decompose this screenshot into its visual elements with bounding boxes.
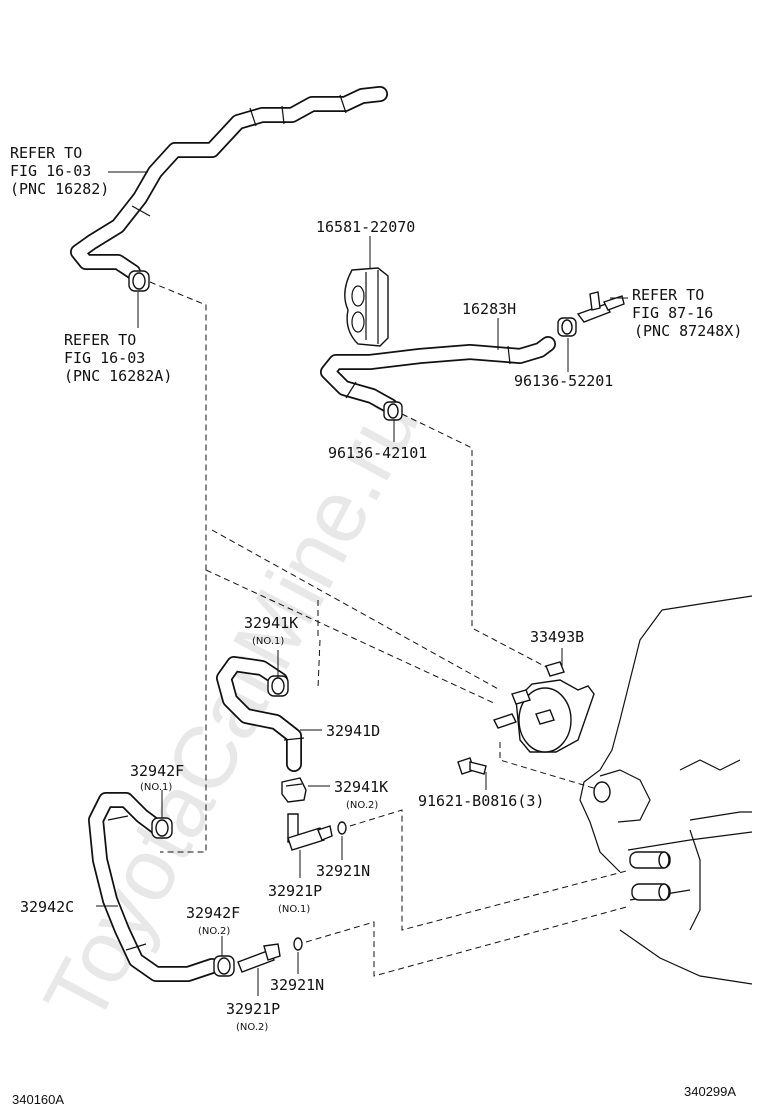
label-32921P-1: 32921P <box>268 882 322 900</box>
label-32941K-2: 32941K <box>334 778 388 796</box>
label-32942F-1: 32942F <box>130 762 184 780</box>
footer-left-code: 340160A <box>12 1092 64 1107</box>
tee-fitting-87248X <box>576 291 625 323</box>
svg-text:FIG 16-03: FIG 16-03 <box>64 349 145 367</box>
clamp-32942F-no2 <box>213 955 235 977</box>
svg-text:REFER TO: REFER TO <box>64 331 136 349</box>
clamp-32941K-no2 <box>281 777 307 803</box>
bolt-91621 <box>457 757 487 775</box>
label-16581-22070: 16581-22070 <box>316 218 415 236</box>
dash-fitting-2 <box>305 905 631 977</box>
hose-16283H <box>320 336 556 414</box>
clamp-96136-42101 <box>383 401 403 421</box>
footer-right-code: 340299A <box>684 1084 736 1099</box>
dash-guide-1 <box>211 529 501 691</box>
label-32921N-1: 32921N <box>316 862 370 880</box>
label-33493B: 33493B <box>530 628 584 646</box>
label-refer-2: REFER TO FIG 16-03 (PNC 16282A) <box>64 331 172 385</box>
hose-32942C <box>88 792 220 982</box>
o-ring-32921N-2 <box>293 937 303 951</box>
label-32942F-2: 32942F <box>186 904 240 922</box>
label-32941K-2-sub: (NO.2) <box>346 800 378 811</box>
dash-upper-left <box>149 281 207 853</box>
label-32941K-1: 32941K <box>244 614 298 632</box>
fitting-32921P-no1 <box>287 813 333 851</box>
label-91621: 91621-B0816(3) <box>418 792 544 810</box>
label-32942F-1-sub: (NO.1) <box>140 782 172 793</box>
clamp-32941K-no1 <box>267 675 289 697</box>
label-32921N-2: 32921N <box>270 976 324 994</box>
hose-32941D <box>216 656 305 772</box>
label-32941D: 32941D <box>326 722 380 740</box>
svg-text:FIG 87-16: FIG 87-16 <box>632 304 713 322</box>
label-32921P-1-sub: (NO.1) <box>278 904 310 915</box>
o-ring-32921N-1 <box>337 821 347 835</box>
svg-text:(PNC 16282A): (PNC 16282A) <box>64 367 172 385</box>
bracket-16581-22070 <box>344 267 389 347</box>
svg-text:REFER TO: REFER TO <box>632 286 704 304</box>
label-96136-52201: 96136-52201 <box>514 372 613 390</box>
dash-guide-3 <box>317 639 321 689</box>
dash-fitting-1 <box>349 809 631 931</box>
clamp-upper-left <box>128 270 150 292</box>
hose-upper-left <box>70 86 388 280</box>
label-96136-42101: 96136-42101 <box>328 444 427 462</box>
svg-text:(PNC 87248X): (PNC 87248X) <box>634 322 742 340</box>
clamp-32942F-no1 <box>151 817 173 839</box>
label-32942F-2-sub: (NO.2) <box>198 926 230 937</box>
dash-guide-2 <box>205 569 497 705</box>
dash-guide-5 <box>499 742 601 791</box>
label-32942C: 32942C <box>20 898 74 916</box>
engine-outline <box>579 595 753 985</box>
pump-33493B <box>493 661 595 753</box>
fitting-32921P-no2 <box>237 943 281 973</box>
label-refer-1: REFER TO FIG 16-03 (PNC 16282) <box>10 144 109 198</box>
svg-text:REFER TO: REFER TO <box>10 144 82 162</box>
clamp-96136-52201 <box>557 317 577 337</box>
svg-text:(PNC 16282): (PNC 16282) <box>10 180 109 198</box>
label-32921P-2-sub: (NO.2) <box>236 1022 268 1033</box>
label-32941K-1-sub: (NO.1) <box>252 636 284 647</box>
dash-16283H <box>401 413 549 669</box>
label-16283H: 16283H <box>462 300 516 318</box>
svg-text:FIG 16-03: FIG 16-03 <box>10 162 91 180</box>
label-refer-3: REFER TO FIG 87-16 (PNC 87248X) <box>632 286 742 340</box>
label-32921P-2: 32921P <box>226 1000 280 1018</box>
